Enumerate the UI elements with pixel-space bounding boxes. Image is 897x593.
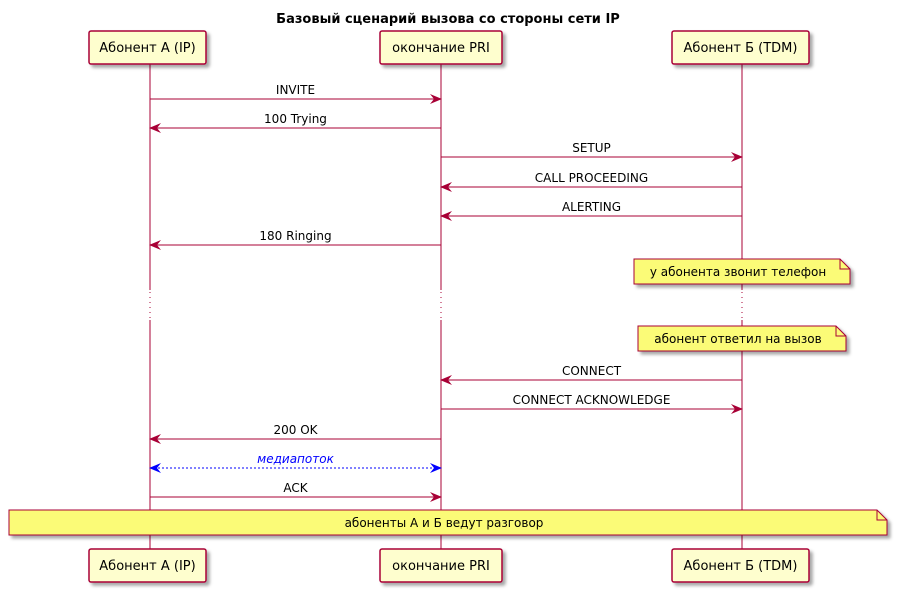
notes: у абонента звонит телефон абонент ответил… (8, 258, 888, 536)
participant-label: окончание PRI (392, 559, 490, 574)
participant-box (671, 548, 810, 583)
message-arrow: INVITE (150, 83, 442, 104)
message-arrow: 100 Trying (149, 112, 441, 133)
participants: Абонент А (IP) Абонент А (IP) окончание PR… (88, 30, 810, 583)
participant-label: Абонент Б (TDM) (684, 559, 798, 574)
participant-label: Абонент А (IP) (99, 559, 195, 574)
message-arrow: CONNECT (440, 364, 742, 385)
participant-box (88, 548, 207, 583)
note-body (8, 509, 888, 536)
note: абоненты А и Б ведут разговор (8, 509, 888, 536)
message-label: 100 Trying (264, 112, 327, 126)
message-arrow: SETUP (441, 141, 743, 162)
participant-a-top: Абонент А (IP) (88, 30, 207, 65)
note-fold (835, 326, 846, 337)
note-text: абоненты А и Б ведут разговор (345, 516, 544, 530)
message-label: CONNECT ACKNOWLEDGE (513, 393, 671, 407)
message-arrow: ACK (150, 481, 442, 502)
message-arrow: CONNECT ACKNOWLEDGE (441, 393, 743, 414)
message-arrow: CALL PROCEEDING (440, 171, 742, 192)
participant-pri-bottom: окончание PRI (379, 548, 503, 583)
message-label: SETUP (572, 141, 611, 155)
message-label: CALL PROCEEDING (535, 171, 648, 185)
diagram-title: Базовый сценарий вызова со стороны сети … (276, 12, 620, 27)
note-text: у абонента звонит телефон (650, 265, 826, 279)
note-fold (876, 510, 887, 521)
message-label: INVITE (276, 83, 315, 97)
participant-box (671, 30, 810, 65)
participant-b-top: Абонент Б (TDM) (671, 30, 810, 65)
participant-box (88, 30, 207, 65)
participant-pri-top: окончание PRI (379, 30, 503, 65)
participant-b-bottom: Абонент Б (TDM) (671, 548, 810, 583)
note: у абонента звонит телефон (633, 258, 851, 285)
participant-label: окончание PRI (392, 41, 490, 56)
message-arrow: медиапоток (149, 452, 442, 473)
note-fold (839, 259, 850, 270)
message-arrow: 200 OK (149, 423, 441, 444)
message-arrow: ALERTING (440, 200, 742, 221)
message-label: ACK (283, 481, 308, 495)
message-arrow: 180 Ringing (149, 229, 441, 250)
participant-box (379, 30, 503, 65)
message-label: медиапоток (257, 452, 334, 466)
note-body (637, 325, 847, 352)
participant-box (379, 548, 503, 583)
message-label: CONNECT (562, 364, 622, 378)
note-text: абонент ответил на вызов (654, 332, 821, 346)
participant-a-bottom: Абонент А (IP) (88, 548, 207, 583)
lifelines (149, 64, 743, 549)
message-label: 180 Ringing (259, 229, 331, 243)
note-body (633, 258, 851, 285)
participant-label: Абонент Б (TDM) (684, 41, 798, 56)
participant-label: Абонент А (IP) (99, 41, 195, 56)
message-label: 200 OK (273, 423, 318, 437)
note: абонент ответил на вызов (637, 325, 847, 352)
message-label: ALERTING (562, 200, 621, 214)
